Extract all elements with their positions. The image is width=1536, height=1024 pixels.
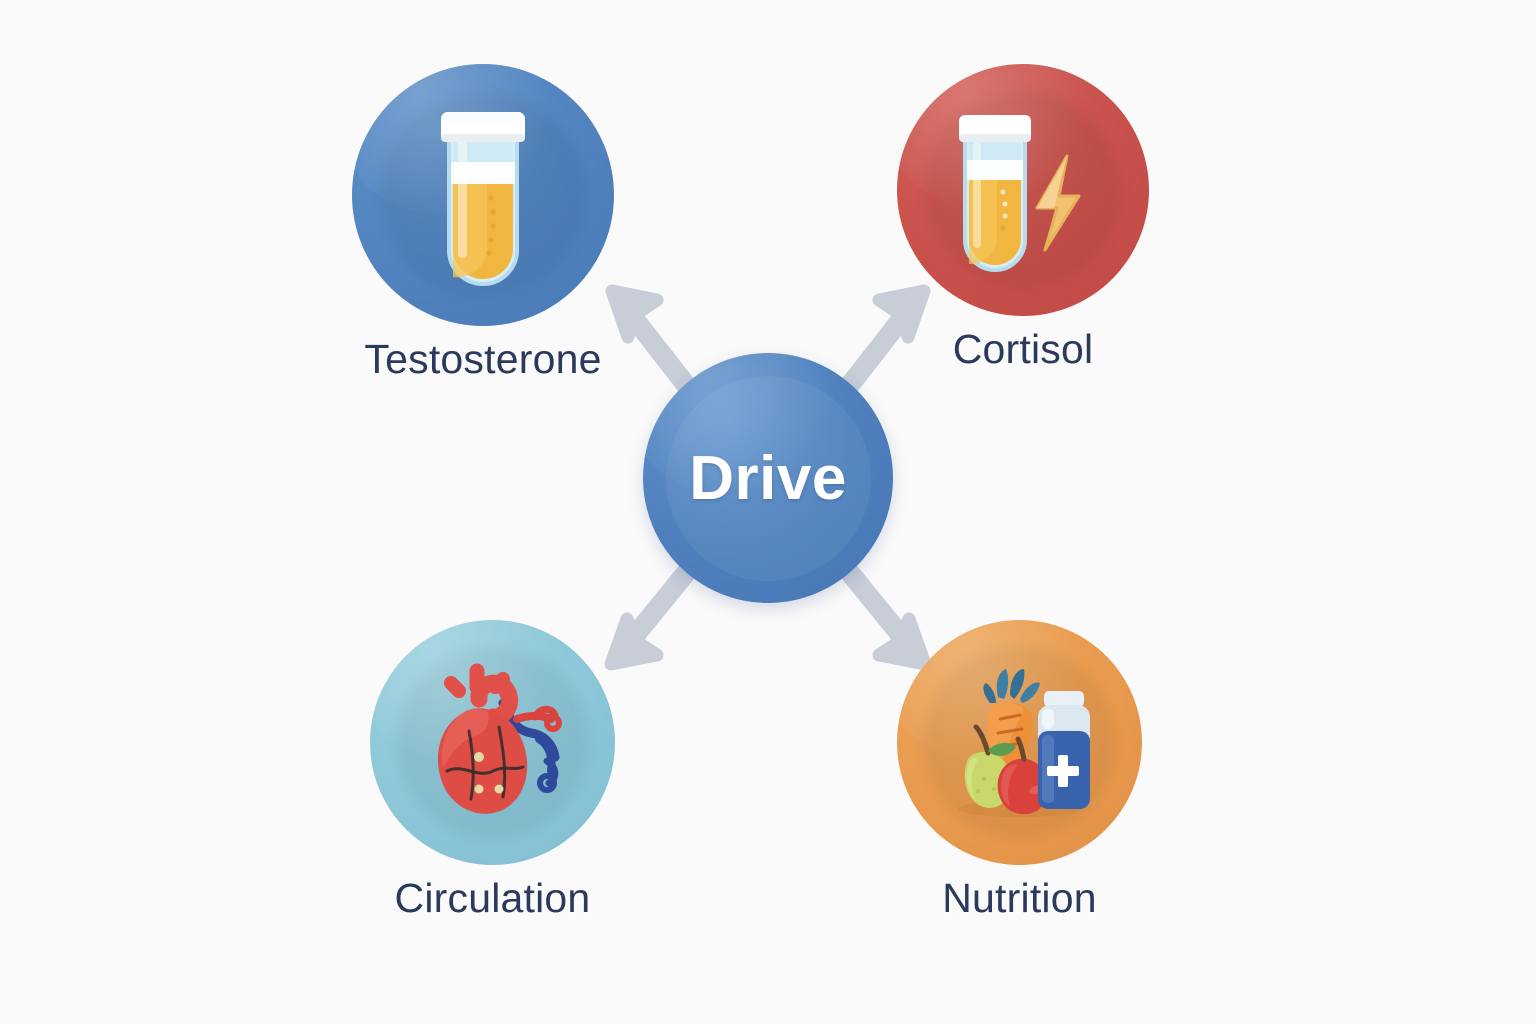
- node-testosterone-circle[interactable]: [352, 64, 614, 326]
- node-nutrition-circle[interactable]: [897, 620, 1142, 865]
- node-nutrition-label: Nutrition: [942, 875, 1097, 921]
- test-tube-icon: [441, 112, 525, 286]
- node-drive-circle[interactable]: Drive: [643, 353, 893, 603]
- node-drive-label: Drive: [689, 443, 847, 513]
- circle-gloss: [643, 353, 853, 498]
- node-testosterone[interactable]: Testosterone: [352, 64, 614, 383]
- fruits-supplement-bottle-icon: [957, 668, 1090, 817]
- circle-inner-ring: [665, 375, 871, 581]
- node-cortisol[interactable]: Cortisol: [897, 64, 1149, 373]
- node-drive-center[interactable]: Drive: [643, 353, 893, 603]
- node-cortisol-circle[interactable]: [897, 64, 1149, 316]
- node-cortisol-label: Cortisol: [952, 326, 1094, 372]
- node-circulation-circle[interactable]: [370, 620, 615, 865]
- node-circulation[interactable]: Circulation: [370, 620, 615, 922]
- node-circulation-label: Circulation: [394, 875, 591, 921]
- node-nutrition[interactable]: Nutrition: [897, 620, 1142, 922]
- anatomical-heart-icon: [437, 663, 562, 814]
- test-tube-lightning-icon: [959, 115, 1081, 272]
- node-testosterone-label: Testosterone: [364, 336, 602, 382]
